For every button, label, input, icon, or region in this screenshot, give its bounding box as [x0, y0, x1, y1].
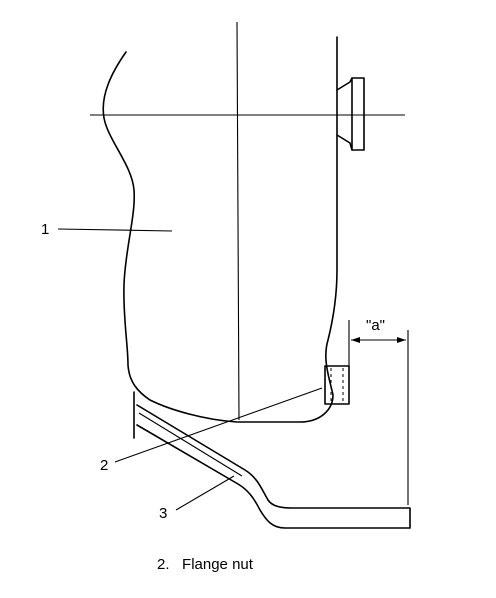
leader-line-1: [57, 228, 173, 232]
callout-1: 1: [41, 221, 49, 238]
leader-line-3: [175, 475, 235, 511]
caption-text: Flange nut: [182, 556, 253, 573]
callout-2: 2: [100, 457, 108, 474]
part-1-right-outline: [237, 36, 338, 423]
figure-caption: 2. Flange nut: [157, 556, 253, 573]
callout-3: 3: [159, 505, 167, 522]
bracket-plate-outer: [133, 391, 411, 529]
side-fitting: [336, 77, 365, 151]
bracket-plate-inner: [138, 412, 243, 477]
dimension-arrow-right: [397, 337, 406, 343]
caption-number: 2.: [157, 556, 170, 573]
part-1-left-outline: [102, 51, 238, 423]
leader-line-2: [114, 387, 323, 463]
flange-nut: [324, 365, 350, 405]
dimension-arrow-left: [351, 337, 360, 343]
dimension-label-a: "a": [366, 317, 385, 334]
vertical-center-line: [236, 21, 240, 421]
